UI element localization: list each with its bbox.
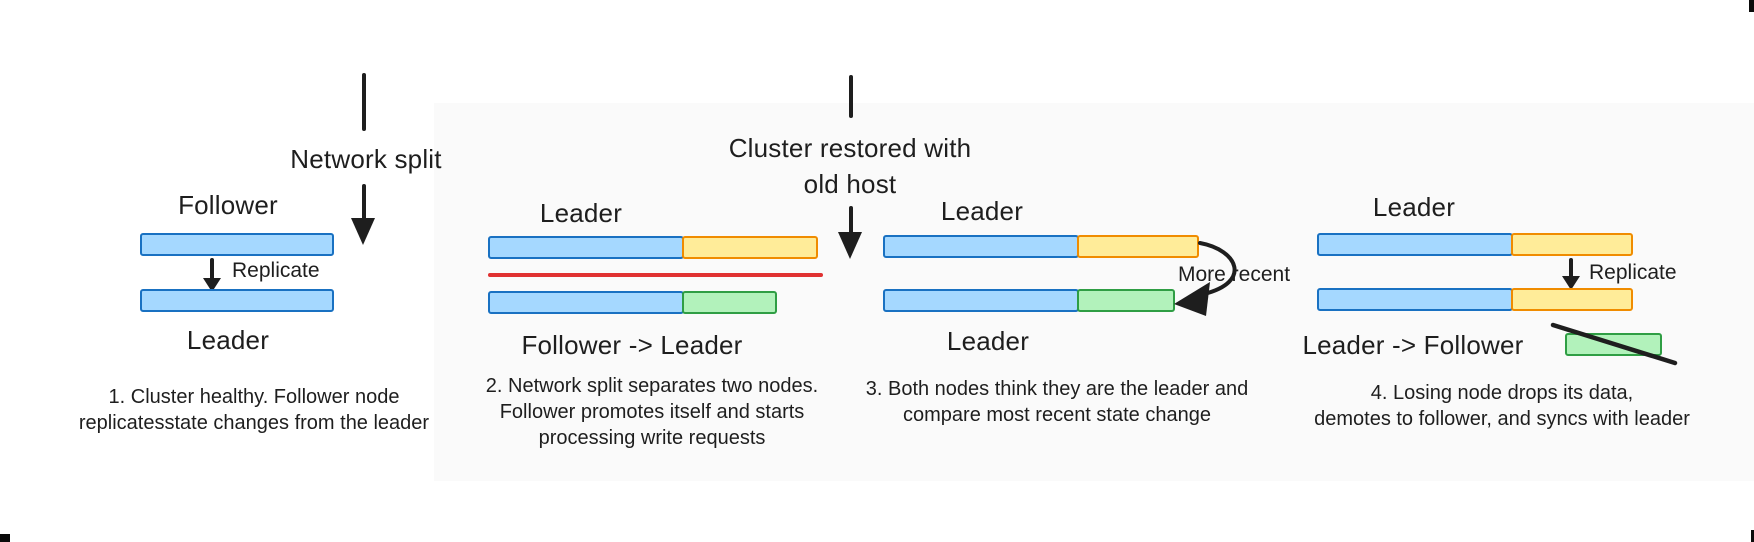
state-bar-bottom — [140, 289, 334, 312]
state-bar-bottom — [1317, 288, 1633, 311]
bar-segment-orange — [1510, 288, 1633, 311]
caption-line: replicatesstate changes from the leader — [78, 412, 430, 434]
caption-line: 2. Network split separates two nodes. — [485, 375, 819, 397]
bar-segment-green — [1076, 289, 1175, 312]
caption-line: Follower promotes itself and starts — [499, 401, 805, 423]
network-split-divider — [488, 273, 823, 277]
caption-line: 1. Cluster healthy. Follower node — [108, 386, 400, 408]
bar-segment-orange — [1076, 235, 1199, 258]
node-label-bottom: Leader — [946, 326, 1030, 356]
node-label-bottom: Leader — [186, 325, 270, 355]
cluster-restored-label-line2: old host — [803, 169, 897, 199]
cluster-restored-label-line1: Cluster restored with — [728, 133, 972, 163]
caption-line: processing write requests — [538, 427, 766, 449]
bar-segment-blue — [488, 236, 684, 259]
strikethrough-line — [1550, 322, 1678, 366]
caption-line: compare most recent state change — [903, 404, 1211, 426]
node-label-bottom: Leader -> Follower — [1302, 330, 1524, 360]
arrow-shaft — [362, 184, 366, 220]
caption-line: demotes to follower, and syncs with lead… — [1314, 408, 1690, 430]
caption-line: 4. Losing node drops its data, — [1370, 382, 1634, 404]
step-caption: 3. Both nodes think they are the leader … — [837, 376, 1277, 428]
arrow-head-icon — [838, 232, 862, 259]
arrow-shaft — [849, 206, 853, 234]
step-caption: 2. Network split separates two nodes. Fo… — [452, 373, 852, 451]
node-label-top: Leader — [539, 198, 623, 228]
state-bar-bottom — [488, 291, 777, 314]
state-bar-top — [488, 236, 818, 259]
bar-segment-blue — [883, 235, 1079, 258]
replicate-label: Replicate — [232, 259, 320, 282]
node-label-top: Leader — [1372, 192, 1456, 222]
screen-corner-artifact — [1749, 0, 1754, 12]
bar-segment-blue — [1317, 233, 1513, 256]
replicate-arrow-shaft — [1569, 258, 1573, 278]
replicate-arrow-head-icon — [203, 278, 221, 292]
more-recent-arrow — [1174, 241, 1237, 316]
caption-line: 3. Both nodes think they are the leader … — [865, 378, 1249, 400]
bar-segment-green — [681, 291, 777, 314]
bar-segment-blue — [1317, 288, 1513, 311]
node-label-top: Follower — [178, 190, 278, 220]
bar-segment-orange — [1510, 233, 1633, 256]
cluster-restored-tick-line — [849, 75, 853, 118]
state-bar-top — [1317, 233, 1633, 256]
network-split-tick-line — [362, 73, 366, 131]
state-bar-top — [140, 233, 334, 256]
step-caption: 4. Losing node drops its data, demotes t… — [1272, 380, 1732, 432]
network-split-label: Network split — [290, 144, 442, 174]
more-recent-label: More recent — [1178, 263, 1291, 286]
bar-segment-blue — [883, 289, 1079, 312]
state-bar-bottom — [883, 289, 1175, 312]
bar-segment-blue — [140, 233, 334, 256]
state-bar-top — [883, 235, 1199, 258]
replicate-label: Replicate — [1589, 261, 1677, 284]
bar-segment-blue — [140, 289, 334, 312]
bar-segment-blue — [488, 291, 684, 314]
screen-corner-artifact — [0, 534, 10, 542]
replicate-arrow-head-icon — [1562, 276, 1580, 290]
node-label-bottom: Follower -> Leader — [521, 330, 743, 360]
arrow-head-icon — [351, 218, 375, 245]
bar-segment-orange — [681, 236, 818, 259]
node-label-top: Leader — [940, 196, 1024, 226]
step-caption: 1. Cluster healthy. Follower node replic… — [54, 384, 454, 436]
screen-corner-artifact — [1751, 530, 1754, 542]
replicate-arrow-shaft — [210, 258, 214, 280]
